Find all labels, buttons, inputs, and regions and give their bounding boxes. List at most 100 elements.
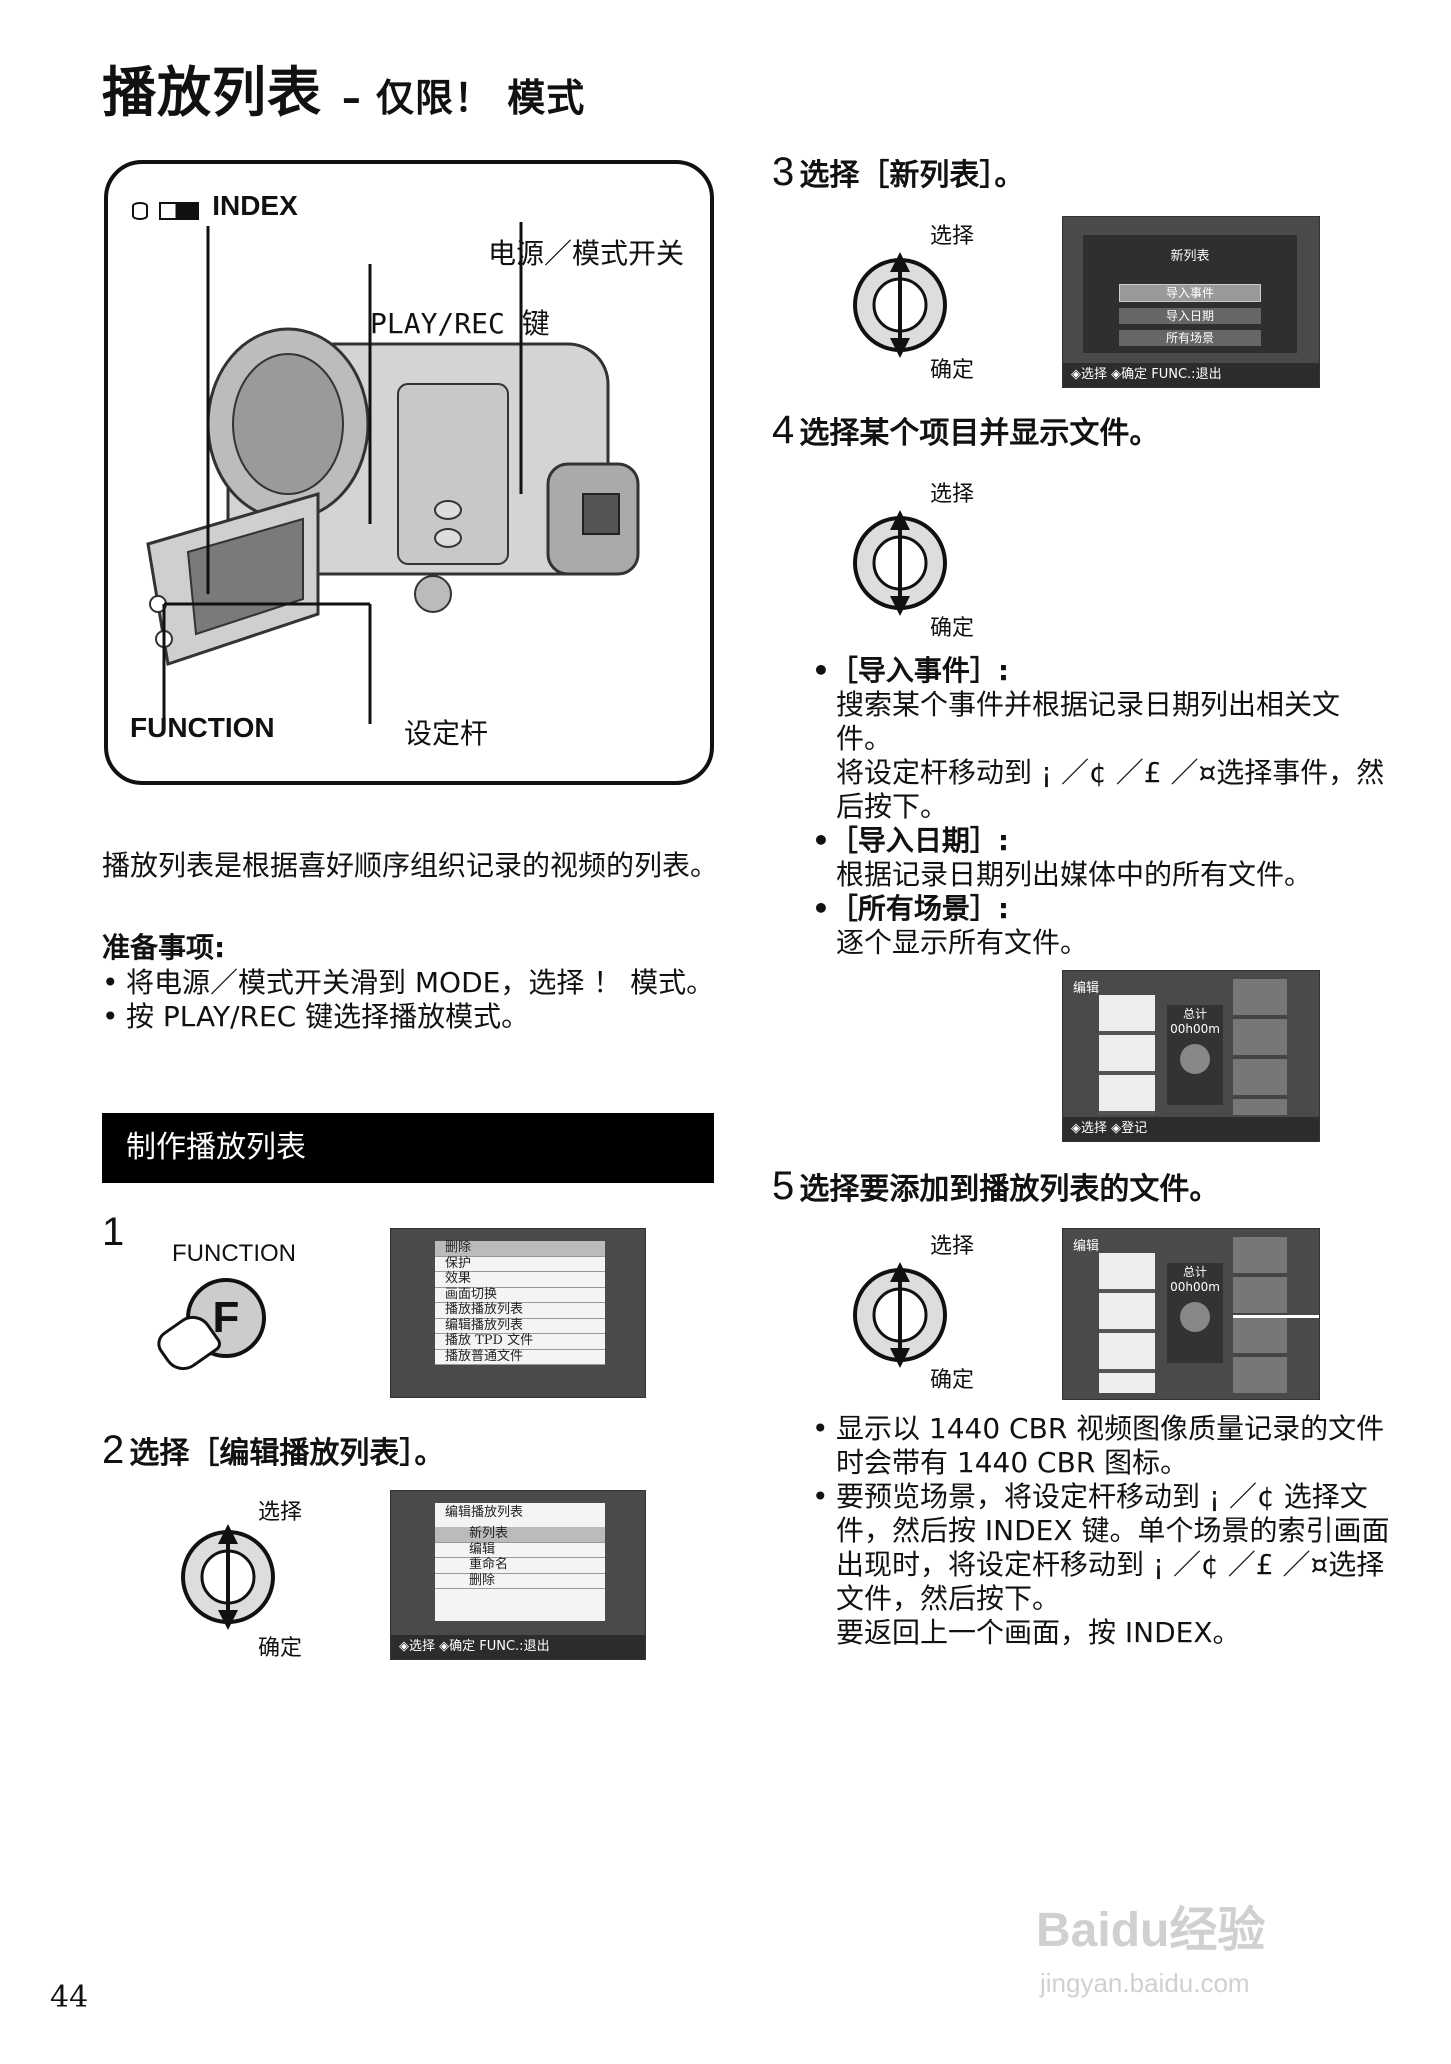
note-item: 显示以 1440 CBR 视频图像质量记录的文件时会带有 1440 CBR 图标… [812, 1412, 1392, 1480]
index-label-group: INDEX [132, 190, 298, 222]
total-label: 总计 [1182, 1007, 1207, 1021]
option-import-event-desc: 搜索某个事件并根据记录日期列出相关文件。 [836, 688, 1341, 755]
play-rec-key-label: PLAY/REC 键 [370, 307, 550, 340]
total-time: 00h00m [1170, 1280, 1220, 1294]
option-import-date-desc: 根据记录日期列出媒体中的所有文件。 [836, 858, 1313, 891]
step5-notes: 显示以 1440 CBR 视频图像质量记录的文件时会带有 1440 CBR 图标… [812, 1412, 1392, 1650]
battery-icon [159, 201, 200, 220]
step3-number: 3 [772, 150, 795, 194]
prep-item: 将电源／模式开关滑到 MODE，选择 ！ 模式。 [102, 966, 722, 1000]
edit-screen-title: 编辑 [1073, 981, 1100, 996]
function-menu: 删除 保护 效果 画面切换 播放播放列表 编辑播放列表 播放 TPD 文件 播放… [435, 1241, 605, 1365]
dial-select-label: 选择 [930, 1234, 975, 1259]
menu-item-import-date[interactable]: 导入日期 [1119, 308, 1261, 324]
page-title: 播放列表 – 仅限！ 模式 [102, 48, 585, 127]
disc-icon [132, 201, 148, 220]
menu-item-edit-playlist[interactable]: 编辑播放列表 [435, 1318, 605, 1334]
total-label: 总计 [1182, 1265, 1207, 1279]
menu-item-delete[interactable]: 删除 [435, 1241, 605, 1257]
power-mode-switch-label: 电源／模式开关 [488, 237, 685, 270]
dial-confirm-label: 确定 [930, 358, 975, 383]
option-import-event-desc2: 将设定杆移动到 ¡ ／¢ ／£ ／¤选择事件，然后按下。 [836, 756, 1385, 823]
edit-playlist-title: 编辑播放列表 [445, 1505, 524, 1520]
dial-confirm-label: 确定 [930, 616, 975, 641]
step4-text: 选择某个项目并显示文件。 [799, 416, 1160, 451]
step5-number: 5 [772, 1164, 795, 1208]
menu-item-play-normal[interactable]: 播放普通文件 [435, 1349, 605, 1365]
dial-select-label: 选择 [930, 224, 975, 249]
prep-list: 将电源／模式开关滑到 MODE，选择 ！ 模式。 按 PLAY/REC 键选择播… [102, 966, 722, 1034]
dial-select-label: 选择 [930, 482, 975, 507]
menu-item-new-list[interactable]: 新列表 [435, 1527, 605, 1543]
menu-item-play-playlist[interactable]: 播放播放列表 [435, 1303, 605, 1319]
thumbnail-column[interactable] [1099, 1253, 1155, 1393]
menu-item-import-event[interactable]: 导入事件 [1119, 284, 1261, 302]
step3-text: 选择［新列表］。 [799, 158, 1025, 193]
step2-heading: 2 选择［编辑播放列表］。 [102, 1428, 444, 1473]
step5-text: 选择要添加到播放列表的文件。 [799, 1172, 1220, 1207]
option-import-date-name: •［导入日期］: [812, 824, 1010, 857]
title-main: 播放列表 [102, 61, 322, 124]
return-note: 要返回上一个画面，按 INDEX。 [836, 1616, 1241, 1649]
screen-footer: ◈选择 ◈确定 FUNC.:退出 [1063, 363, 1319, 387]
camcorder-illustration [146, 222, 640, 724]
section-heading: 制作播放列表 [102, 1113, 714, 1183]
set-lever-dial-icon [853, 510, 947, 616]
note-item: 要预览场景，将设定杆移动到 ¡ ／¢ 选择文件，然后按 INDEX 键。单个场景… [812, 1480, 1392, 1616]
thumbnail-column[interactable] [1099, 995, 1155, 1115]
edit-screen-title: 编辑 [1073, 1239, 1100, 1254]
playlist-slots[interactable] [1233, 979, 1287, 1115]
step4-options: •［导入事件］: 搜索某个事件并根据记录日期列出相关文件。 将设定杆移动到 ¡ … [812, 654, 1392, 960]
step4-number: 4 [772, 408, 795, 452]
menu-item-play-tpd[interactable]: 播放 TPD 文件 [435, 1334, 605, 1350]
menu-item-screen-switch[interactable]: 画面切换 [435, 1287, 605, 1303]
function-label: FUNCTION [130, 712, 275, 743]
prep-section: 准备事项: 将电源／模式开关滑到 MODE，选择 ！ 模式。 按 PLAY/RE… [102, 930, 722, 1034]
option-all-scenes-desc: 逐个显示所有文件。 [836, 926, 1089, 959]
insert-position-marker [1233, 1315, 1319, 1318]
page-number: 44 [50, 1980, 89, 2015]
step3-heading: 3 选择［新列表］。 [772, 150, 1024, 195]
new-list-title: 新列表 [1170, 249, 1210, 264]
menu-item-edit[interactable]: 编辑 [435, 1542, 605, 1558]
disc-icon [1180, 1302, 1210, 1332]
step3-screen: 新列表 导入事件 导入日期 所有场景 ◈选择 ◈确定 FUNC.:退出 [1062, 216, 1320, 388]
title-sub: – 仅限！ 模式 [341, 76, 586, 120]
prep-heading: 准备事项: [102, 931, 226, 964]
menu-item-rename[interactable]: 重命名 [435, 1558, 605, 1574]
step2-text: 选择［编辑播放列表］。 [129, 1436, 445, 1471]
camera-diagram-panel: INDEX 电源／模式开关 PLAY/REC 键 FUNCTION 设定杆 [104, 160, 714, 785]
screen-footer: ◈选择 ◈确定 FUNC.:退出 [391, 1635, 645, 1659]
watermark-url: jingyan.baidu.com [1040, 1968, 1250, 1998]
menu-item-all-scenes[interactable]: 所有场景 [1119, 330, 1261, 346]
step2-number: 2 [102, 1428, 125, 1472]
set-lever-dial-icon [853, 1262, 947, 1368]
step5-heading: 5 选择要添加到播放列表的文件。 [772, 1164, 1219, 1209]
menu-item-protect[interactable]: 保护 [435, 1256, 605, 1272]
menu-item-effect[interactable]: 效果 [435, 1272, 605, 1288]
lever-label: 设定杆 [404, 717, 489, 750]
step4-heading: 4 选择某个项目并显示文件。 [772, 408, 1159, 453]
total-time: 00h00m [1170, 1022, 1220, 1036]
edit-playlist-menu: 编辑播放列表 新列表 编辑 重命名 删除 [435, 1503, 605, 1621]
option-import-event-name: •［导入事件］: [812, 654, 1010, 687]
dial-confirm-label: 确定 [258, 1636, 303, 1661]
index-label: INDEX [212, 190, 298, 221]
step2-screen: 编辑播放列表 新列表 编辑 重命名 删除 ◈选择 ◈确定 FUNC.:退出 [390, 1490, 646, 1660]
disc-icon [1180, 1044, 1210, 1074]
set-lever-dial-icon [853, 252, 947, 358]
screen-footer: ◈选择 ◈登记 [1063, 1117, 1319, 1141]
dial-confirm-label: 确定 [930, 1368, 975, 1393]
total-panel: 总计 00h00m [1167, 1005, 1223, 1105]
new-list-panel: 新列表 导入事件 导入日期 所有场景 [1083, 235, 1297, 353]
total-panel: 总计 00h00m [1167, 1263, 1223, 1363]
set-lever-dial-icon [181, 1524, 275, 1630]
function-button-label: FUNCTION [172, 1240, 296, 1267]
watermark-brand: Baidu经验 [1036, 1904, 1266, 1957]
menu-item-delete[interactable]: 删除 [435, 1573, 605, 1589]
step1-number: 1 [102, 1210, 125, 1254]
option-all-scenes-name: •［所有场景］: [812, 892, 1010, 925]
dial-select-label: 选择 [258, 1500, 303, 1525]
intro-text: 播放列表是根据喜好顺序组织记录的视频的列表。 [102, 849, 719, 882]
step4-screen: 编辑 总计 00h00m ◈选择 ◈登记 [1062, 970, 1320, 1142]
